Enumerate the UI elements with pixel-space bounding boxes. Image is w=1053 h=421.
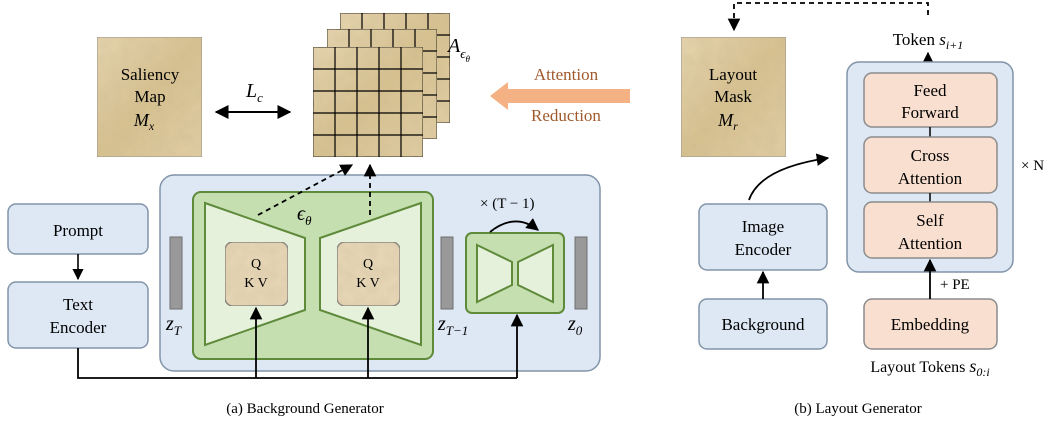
layout-mask-symbol: Mr — [717, 110, 738, 133]
feed-forward-line1: Feed — [913, 81, 947, 100]
repeat-label: × (T − 1) — [480, 196, 535, 212]
text-encoder-line1: Text — [63, 295, 93, 314]
caption-a: (a) Background Generator — [226, 401, 383, 417]
embedding-label: Embedding — [891, 315, 970, 334]
attention-map-label: Aϵθ — [446, 35, 470, 64]
attention-block-right-line2: K V — [356, 276, 379, 291]
feed-forward-block: Feed Forward — [863, 72, 998, 128]
conditioning-line — [77, 348, 517, 379]
latent-zT-label: zT — [165, 313, 182, 338]
image-encoder-line2: Encoder — [735, 240, 792, 259]
attention-block-left-line1: Q — [251, 257, 261, 272]
repeat-unet-block — [465, 232, 565, 314]
saliency-map-symbol: Mx — [133, 110, 155, 133]
cross-attention-line2: Attention — [898, 169, 963, 188]
attention-map-stack — [312, 12, 451, 158]
saliency-map-line2: Map — [134, 87, 165, 106]
self-attention-block: Self Attention — [863, 201, 998, 259]
saliency-map-box: Saliency Map Mx — [96, 36, 203, 158]
attention-block-left-line2: K V — [244, 276, 267, 291]
text-encoder-line2: Encoder — [50, 318, 107, 337]
saliency-map-line1: Saliency — [121, 65, 180, 84]
cross-attention-line1: Cross — [911, 146, 950, 165]
image-encoder-box: Image Encoder — [698, 203, 828, 271]
caption-b: (b) Layout Generator — [794, 401, 921, 417]
text-encoder-box: Text Encoder — [7, 281, 149, 349]
loss-label: Lc — [245, 80, 263, 105]
latent-zT-1-label: zT−1 — [437, 313, 468, 338]
layout-mask-box: Layout Mask Mr — [680, 36, 787, 158]
layout-mask-line1: Layout — [709, 65, 757, 84]
embedding-box: Embedding — [863, 298, 998, 350]
unet-label: ϵθ — [297, 203, 312, 228]
background-box: Background — [698, 298, 828, 350]
layout-mask-line2: Mask — [714, 87, 752, 106]
prompt-box: Prompt — [7, 203, 149, 255]
attention-reduction-line2: Reduction — [531, 106, 601, 125]
latent-z0-bar — [574, 236, 588, 310]
layout-tokens-label: Layout Tokens s0:i — [870, 356, 989, 379]
image-encoder-line1: Image — [742, 217, 784, 236]
transformer-repeat-label: × N — [1021, 158, 1044, 174]
token-output-label: Token si+1 — [893, 30, 964, 52]
token-feedback-dashed-arrow — [727, 2, 929, 32]
pe-label: + PE — [940, 277, 970, 293]
cross-attention-block: Cross Attention — [863, 136, 998, 194]
attention-block-right: Q K V — [336, 241, 401, 307]
latent-z0-label: z0 — [567, 313, 583, 338]
image-encoder-curve-arrow — [748, 153, 830, 201]
self-attention-line1: Self — [916, 211, 944, 230]
attention-reduction-arrow — [490, 82, 630, 110]
attention-grid-front — [312, 46, 424, 158]
self-attention-line2: Attention — [898, 234, 963, 253]
feed-forward-line2: Forward — [901, 103, 959, 122]
attention-block-left: Q K V — [224, 241, 289, 307]
repeat-curve-arrow — [489, 218, 539, 233]
prompt-label: Prompt — [53, 221, 103, 240]
attention-block-right-line1: Q — [363, 257, 373, 272]
background-label: Background — [721, 315, 805, 334]
latent-zT-1-bar — [440, 236, 454, 310]
attention-reduction-line1: Attention — [534, 65, 599, 84]
latent-zT-bar — [169, 236, 183, 310]
